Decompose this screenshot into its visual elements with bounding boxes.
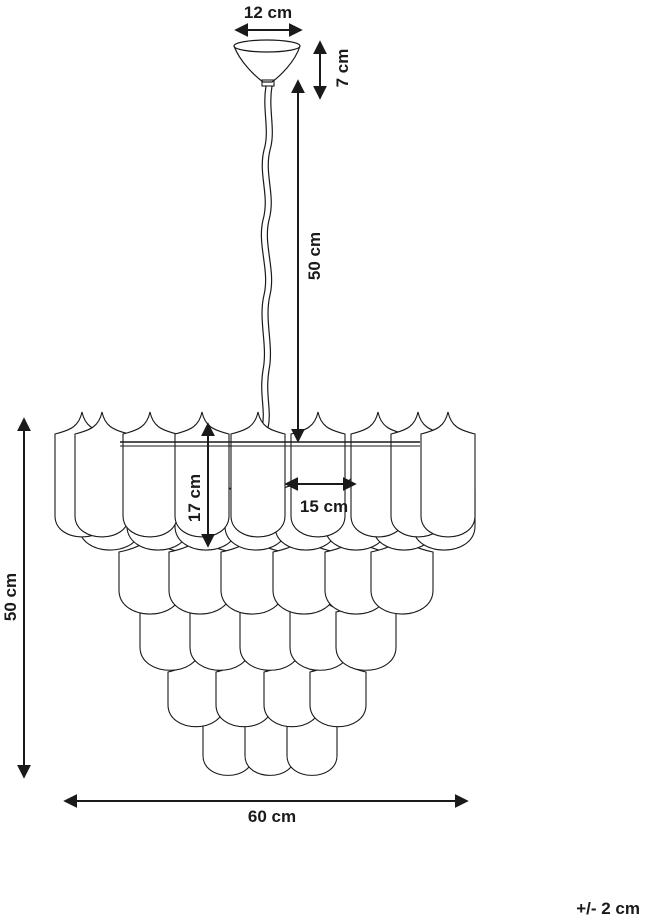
petal-width-dimension: 15 cm: [284, 477, 357, 516]
petal: [74, 411, 130, 538]
total-height-label: 50 cm: [1, 573, 20, 621]
petal: [122, 411, 178, 538]
tolerance-note: +/- 2 cm: [576, 899, 640, 918]
canopy-height-dimension: 7 cm: [313, 40, 352, 100]
total-width-label: 60 cm: [248, 807, 296, 826]
petal: [230, 411, 286, 538]
chandelier-body: [54, 411, 476, 776]
petal: [420, 411, 476, 538]
top-ring: [120, 441, 420, 447]
petal-width-label: 15 cm: [300, 497, 348, 516]
total-height-dimension: 50 cm: [1, 417, 31, 779]
cable-length-label: 50 cm: [305, 232, 324, 280]
canopy-width-label: 12 cm: [244, 3, 292, 22]
total-width-dimension: 60 cm: [63, 794, 469, 826]
petal-height-dimension: 17 cm: [185, 422, 215, 548]
suspension-cable: [260, 85, 273, 429]
canopy-height-label: 7 cm: [333, 49, 352, 88]
petal: [290, 411, 346, 538]
cable-length-dimension: 50 cm: [291, 79, 324, 443]
ceiling-canopy: [233, 39, 301, 87]
canopy-width-dimension: 12 cm: [234, 3, 303, 37]
petal-height-label: 17 cm: [185, 474, 204, 522]
